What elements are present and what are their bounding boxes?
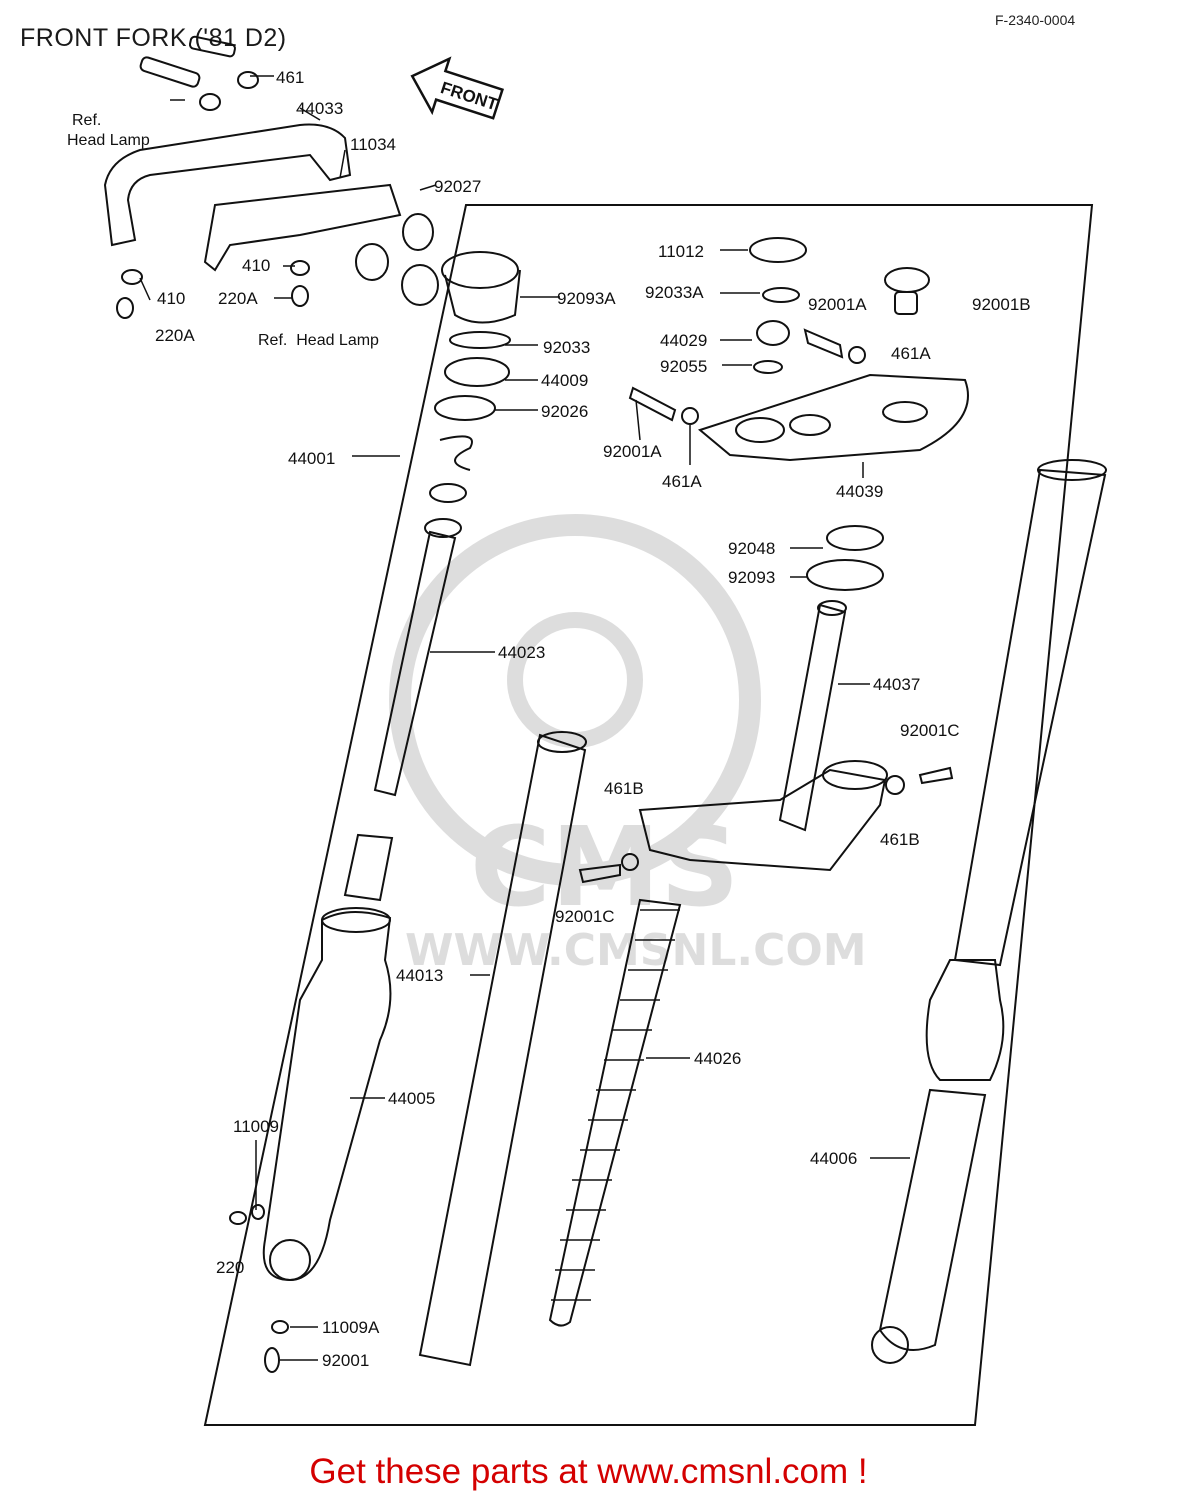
part-label: 44013: [396, 966, 443, 985]
part-label: 92026: [541, 402, 588, 421]
part-label: 11012: [658, 242, 704, 261]
part-label: 92001A: [808, 295, 867, 314]
part-label: 92001B: [972, 295, 1031, 314]
diagram-code: F-2340-0004: [995, 12, 1076, 28]
right-fork-and-spring: [548, 459, 1107, 1364]
part-label: 461B: [880, 830, 920, 849]
part-label: 92055: [660, 357, 707, 376]
part-label: 11034: [350, 135, 396, 154]
part-label: 461A: [662, 472, 702, 491]
front-arrow: FRONT: [410, 56, 505, 120]
part-label: 11009A: [322, 1318, 380, 1337]
ref-label: Head Lamp: [67, 132, 150, 149]
part-label: 92048: [728, 539, 775, 558]
part-label: 44039: [836, 482, 883, 501]
left-fork-internals: [229, 251, 587, 1373]
part-label: 44006: [810, 1149, 857, 1168]
part-label: 92001: [322, 1351, 369, 1370]
part-label: 461B: [604, 779, 644, 798]
part-label: 44026: [694, 1049, 741, 1068]
part-label: 92001C: [555, 907, 615, 926]
leader-lines: [139, 75, 910, 1361]
part-label: 92033A: [645, 283, 704, 302]
part-label: 44009: [541, 371, 588, 390]
part-label: 220A: [218, 289, 258, 308]
part-label: 92027: [434, 177, 481, 196]
watermark: CMS WWW.CMSNL.COM: [389, 514, 867, 976]
part-label: 220: [216, 1258, 244, 1277]
part-label: 44033: [296, 99, 343, 118]
fork-assembly-outline: [203, 204, 1094, 1426]
part-label: 92033: [543, 338, 590, 357]
part-label: 44005: [388, 1089, 435, 1108]
part-label: 220A: [155, 326, 195, 345]
part-label: 11009: [233, 1117, 279, 1136]
part-label: 44001: [288, 449, 335, 468]
part-label: 44037: [873, 675, 920, 694]
headlamp-bracket: [103, 35, 439, 319]
part-label: 461: [276, 68, 304, 87]
reference-labels: Ref. Head Lamp Ref. Head Lamp: [67, 112, 379, 349]
part-label: 461A: [891, 344, 931, 363]
part-label: 410: [242, 256, 270, 275]
part-label: 92093A: [557, 289, 616, 308]
part-label: 410: [157, 289, 185, 308]
page-title: FRONT FORK ('81 D2): [20, 24, 287, 52]
ref-label: Ref. Head Lamp: [258, 332, 379, 349]
part-label: 92001C: [900, 721, 960, 740]
part-labels: 461 44033 11034 92027 410 410 220A 220A …: [155, 68, 1031, 1370]
watermark-logo: [389, 514, 761, 886]
part-label: 44029: [660, 331, 707, 350]
part-label: 92001A: [603, 442, 662, 461]
part-label: 92093: [728, 568, 775, 587]
watermark-url: WWW.CMSNL.COM: [405, 925, 867, 976]
footer-promo[interactable]: Get these parts at www.cmsnl.com !: [309, 1452, 868, 1491]
part-label: 44023: [498, 643, 545, 662]
ref-label: Ref.: [72, 112, 101, 129]
top-yoke-group: [578, 237, 969, 884]
